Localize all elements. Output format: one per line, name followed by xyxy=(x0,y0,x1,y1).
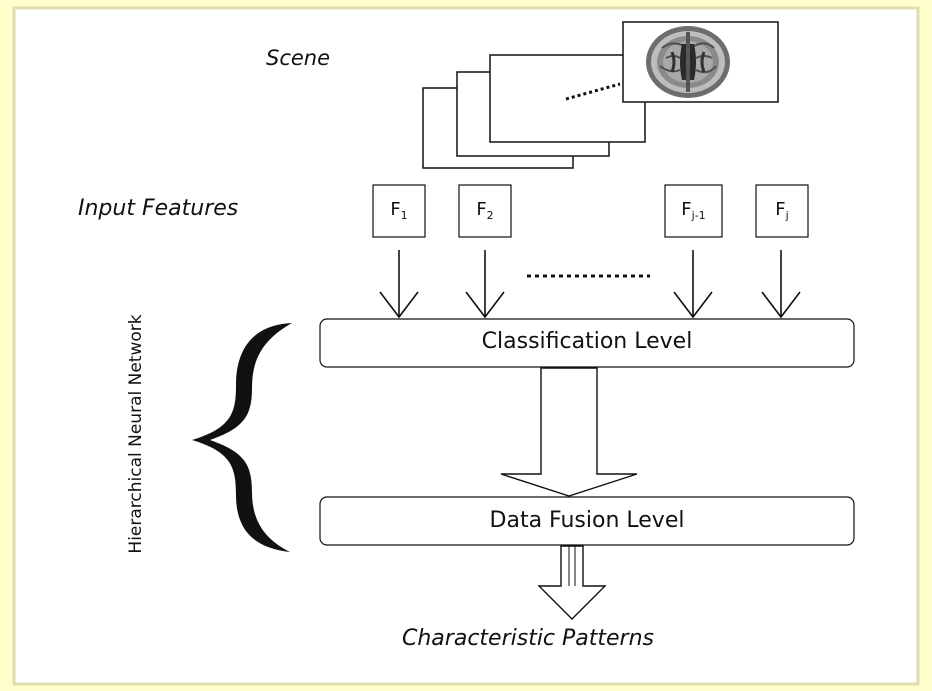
feature-4-base: F xyxy=(775,199,786,220)
feature-label-4: Fj xyxy=(756,199,808,222)
feature-label-1: F1 xyxy=(373,199,425,222)
feature-2-sub: 2 xyxy=(486,209,494,222)
feature-arrow-4 xyxy=(761,250,801,319)
scene-label: Scene xyxy=(266,46,331,70)
feature-box-4 xyxy=(755,184,809,238)
feature-2-base: F xyxy=(476,199,487,220)
feature-1-sub: 1 xyxy=(400,209,408,222)
feature-label-3: Fj-1 xyxy=(665,199,722,222)
feature-3-sub: j-1 xyxy=(691,209,706,222)
feature-boxes xyxy=(372,184,809,238)
feature-box-2 xyxy=(458,184,512,238)
classification-level-box xyxy=(319,318,855,368)
feature-arrow-1 xyxy=(379,250,419,319)
level-connector-arrow xyxy=(500,367,638,497)
fusion-level-box xyxy=(319,496,855,546)
feature-3-base: F xyxy=(681,199,692,220)
feature-arrow-3 xyxy=(673,250,713,319)
scene-stack xyxy=(422,21,779,169)
curly-brace-icon xyxy=(192,323,292,552)
feature-arrow-2 xyxy=(465,250,505,319)
input-features-label: Input Features xyxy=(78,196,239,221)
characteristic-patterns-label: Characteristic Patterns xyxy=(402,626,655,651)
hierarchical-network-label: Hierarchical Neural Network xyxy=(126,314,146,554)
fusion-level-label: Data Fusion Level xyxy=(489,508,685,533)
feature-1-base: F xyxy=(390,199,401,220)
classification-level-label: Classification Level xyxy=(481,329,693,354)
feature-box-3 xyxy=(664,184,723,238)
feature-arrows xyxy=(379,250,801,319)
feature-box-1 xyxy=(372,184,426,238)
feature-4-sub: j xyxy=(785,209,789,222)
feature-label-2: F2 xyxy=(459,199,511,222)
output-arrow xyxy=(537,545,607,620)
brain-mri-icon xyxy=(646,26,730,98)
